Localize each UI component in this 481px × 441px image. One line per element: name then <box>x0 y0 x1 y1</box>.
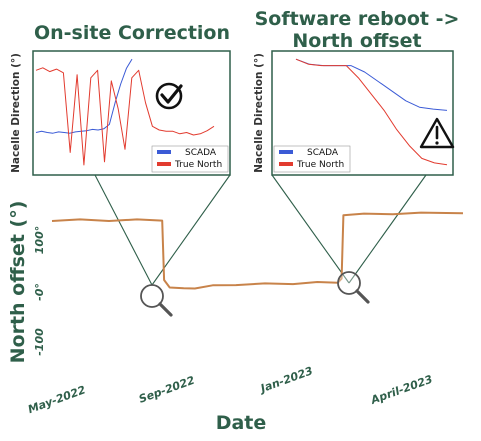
connector-left-a <box>94 174 153 286</box>
main-chart <box>51 211 464 290</box>
connector-right-b <box>348 174 427 284</box>
check-circle-icon <box>155 82 183 110</box>
magnifier-icon-right <box>337 271 370 304</box>
right-inset-legend: SCADA True North <box>273 145 351 173</box>
left-inset-plot <box>35 58 215 166</box>
left-inset-legend: SCADA True North <box>151 145 229 173</box>
right-title-line1: Software reboot -> <box>255 8 460 30</box>
legend-swatch-true-north <box>157 162 171 166</box>
legend-label-true-north-right: True North <box>296 160 344 170</box>
y-tick-100: 100° <box>33 226 46 254</box>
north-offset-series <box>51 211 464 290</box>
connector-left-b <box>151 174 231 286</box>
y-axis-title: North offset (°) <box>7 201 29 364</box>
legend-swatch-scada-right <box>279 150 293 154</box>
magnifier-icon <box>140 284 173 317</box>
x-axis-title: Date <box>216 412 267 434</box>
legend-label-true-north: True North <box>174 160 222 170</box>
right-inset-ylabel: Nacelle Direction (°) <box>253 53 265 173</box>
legend-label-scada-right: SCADA <box>307 148 339 158</box>
x-tick-april-2023: April-2023 <box>368 372 434 407</box>
left-inset: Nacelle Direction (°) SCADA True North <box>10 50 231 176</box>
legend-swatch-scada <box>157 150 171 154</box>
right-title-line2: North offset <box>292 30 421 52</box>
right-inset: Nacelle Direction (°) SCADA True North <box>253 50 455 176</box>
x-tick-may-2022: May-2022 <box>26 383 88 416</box>
zoom-connectors <box>94 174 427 286</box>
inset-series-true-north <box>35 67 215 166</box>
right-inset-plot <box>295 58 448 166</box>
y-tick-0: -0° <box>33 283 46 301</box>
inset-series-true-north <box>295 58 448 166</box>
warning-triangle-icon <box>419 117 455 149</box>
x-tick-sep-2022: Sep-2022 <box>137 373 197 405</box>
x-tick-jan-2023: Jan-2023 <box>257 364 315 396</box>
left-inset-ylabel: Nacelle Direction (°) <box>10 53 22 173</box>
connector-right-a <box>271 174 350 284</box>
y-tick-minus100: -100 <box>33 328 46 356</box>
legend-label-scada: SCADA <box>185 148 217 158</box>
left-title: On-site Correction <box>34 22 230 44</box>
legend-swatch-true-north-right <box>279 162 293 166</box>
